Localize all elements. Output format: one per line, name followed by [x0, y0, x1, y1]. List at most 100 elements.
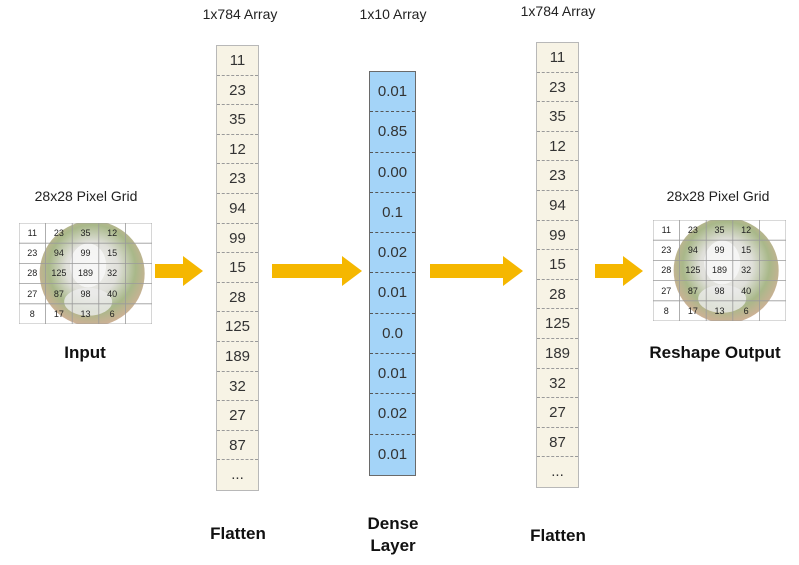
- grid-cell: 98: [80, 288, 91, 299]
- array-cell: 12: [537, 132, 578, 162]
- grid-cell: 94: [53, 248, 64, 259]
- array-cell: 0.02: [370, 233, 415, 274]
- grid-cell: [759, 240, 786, 260]
- array-cell: 32: [537, 369, 578, 399]
- grid-cell: 11: [27, 228, 37, 238]
- array-cell: ...: [551, 463, 564, 481]
- array-cell: 87: [537, 428, 578, 458]
- array-cell: 28: [217, 283, 258, 313]
- array-cell: 0.01: [370, 273, 415, 314]
- flatten-output-array-title: 1x784 Array: [520, 3, 596, 19]
- grid-cell: 23: [27, 248, 38, 259]
- grid-cell: [759, 301, 786, 321]
- array-cell: 32: [217, 372, 258, 402]
- grid-cell: 99: [80, 248, 91, 259]
- grid-cell: 125: [685, 265, 701, 276]
- grid-cell: 32: [741, 265, 752, 276]
- array-cell: 99: [537, 221, 578, 251]
- arrow-icon: [272, 256, 362, 286]
- array-cell: 0.00: [370, 153, 415, 193]
- grid-cell: [759, 220, 786, 240]
- array-cell: 125: [537, 309, 578, 339]
- grid-cell: [759, 260, 786, 280]
- array-cell: 99: [217, 224, 258, 254]
- grid-cell: 12: [741, 225, 752, 235]
- array-cell: 23: [537, 161, 578, 191]
- array-cell: ...: [231, 466, 244, 484]
- grid-cell: 8: [663, 305, 669, 316]
- grid-cell: 99: [714, 245, 725, 256]
- array-cell: 0.01: [377, 445, 408, 463]
- grid-cell: 32: [107, 268, 118, 279]
- grid-cell: [125, 243, 152, 263]
- grid-cell: 17: [53, 308, 64, 319]
- grid-cell: 87: [687, 285, 698, 296]
- array-cell: 125: [217, 312, 258, 342]
- grid-cell: 35: [714, 225, 725, 235]
- array-cell: 189: [217, 342, 258, 372]
- array-cell: 0.0: [370, 314, 415, 355]
- dog-photo-icon: [19, 223, 152, 324]
- grid-cell: 13: [714, 305, 725, 316]
- flatten-label: Flatten: [210, 524, 266, 543]
- dog-photo-icon: [653, 220, 786, 321]
- array-cell: 87: [217, 431, 258, 461]
- array-cell: 28: [537, 280, 578, 310]
- grid-cell: 28: [27, 268, 38, 279]
- grid-cell: 15: [741, 245, 752, 256]
- grid-cell: 87: [53, 288, 64, 299]
- grid-cell: 40: [741, 285, 752, 296]
- output-grid-title: 28x28 Pixel Grid: [666, 188, 770, 204]
- array-cell: 23: [217, 164, 258, 194]
- array-cell: 94: [217, 194, 258, 224]
- array-cell: 0.01: [370, 72, 415, 113]
- grid-cell: 35: [80, 228, 91, 238]
- flatten-array-title: 1x784 Array: [202, 6, 278, 22]
- array-cell: 94: [537, 191, 578, 221]
- grid-cell: 13: [80, 308, 91, 319]
- grid-cell: 12: [107, 228, 118, 238]
- dense-array-title: 1x10 Array: [359, 6, 427, 22]
- input-grid-title: 28x28 Pixel Grid: [34, 188, 138, 204]
- arrow-icon: [155, 256, 203, 286]
- array-cell: 35: [217, 105, 258, 135]
- array-cell: 27: [537, 398, 578, 428]
- dense-layer-label: Dense Layer: [343, 513, 443, 557]
- arrow-icon: [430, 256, 523, 286]
- grid-cell: [125, 304, 152, 324]
- grid-cell: 98: [714, 285, 725, 296]
- array-cell: 23: [537, 73, 578, 103]
- grid-cell: 11: [661, 225, 671, 235]
- grid-cell: 8: [29, 308, 35, 319]
- grid-cell: 15: [107, 248, 118, 259]
- grid-cell: 94: [687, 245, 698, 256]
- array-cell: 189: [537, 339, 578, 369]
- input-label: Input: [64, 343, 106, 362]
- grid-cell: 125: [51, 268, 67, 279]
- grid-cell: [759, 281, 786, 301]
- array-cell: 0.02: [370, 394, 415, 435]
- grid-cell: 27: [27, 288, 38, 299]
- grid-cell: 27: [661, 285, 672, 296]
- dense-label-line2: Layer: [370, 536, 416, 555]
- grid-cell: 23: [687, 225, 698, 235]
- array-cell: 27: [217, 401, 258, 431]
- grid-cell: 6: [743, 305, 749, 316]
- grid-cell: 28: [661, 265, 672, 276]
- grid-cell: 189: [711, 265, 727, 276]
- array-cell: 23: [217, 76, 258, 106]
- array-cell: 15: [217, 253, 258, 283]
- array-cell: 12: [217, 135, 258, 165]
- array-cell: 11: [537, 43, 578, 73]
- grid-cell: 17: [687, 305, 698, 316]
- grid-cell: 189: [77, 268, 93, 279]
- grid-cell: 6: [109, 308, 115, 319]
- grid-cell: [125, 223, 152, 243]
- array-cell: 15: [537, 250, 578, 280]
- grid-cell: 40: [107, 288, 118, 299]
